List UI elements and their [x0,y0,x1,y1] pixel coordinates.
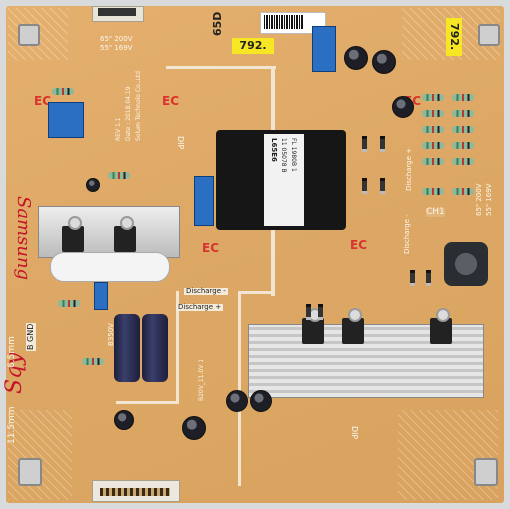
corner-hatch [398,410,498,500]
discharge-minus-right-label: Discharge - [403,214,411,254]
discharge-minus-label: Discharge - [184,287,228,295]
x-capacitor [194,176,214,226]
model-label: 65D [211,11,224,36]
board-trace [241,291,275,294]
ec-mark: EC [350,238,368,252]
mount-clip [478,24,500,46]
ec-mark: EC [34,94,52,108]
left-heatsink [38,206,180,258]
resistor [452,126,474,133]
board-trace [166,66,276,69]
ch1-label: CH1 [426,207,445,217]
x-capacitor [94,282,108,310]
handwritten-dimension: 6.5mm [7,336,17,368]
diode [380,136,385,152]
mount-clip [474,458,498,486]
resistor [52,88,74,95]
diode [362,136,367,152]
resistor [452,188,474,195]
resistor [452,94,474,101]
transformer-text: FL 1980B 1 [290,138,297,172]
barcode [264,15,304,29]
bulk-capacitor [142,314,168,382]
thermal-pad [50,252,170,282]
resistor [422,188,444,195]
electrolytic-capacitor [182,416,206,440]
electrolytic-capacitor [226,390,248,412]
diode [410,270,415,286]
diode [306,304,311,320]
resistor [422,94,444,101]
bulk-capacitor [114,314,140,382]
ec-mark: EC [162,94,180,108]
board-trace [238,291,241,486]
resistor [82,358,104,365]
maker-label: Solum Technolo Co.,Ltd [135,71,142,141]
resistor [452,110,474,117]
mount-clip [18,24,40,46]
spec-line: 65" 200V [100,35,133,43]
handwritten-dimension: 11.5mm [7,406,17,444]
price-sticker: 792. [232,38,274,54]
electrolytic-capacitor [250,390,272,412]
diode [318,304,323,320]
diode [426,270,431,286]
electrolytic-capacitor [372,50,396,74]
top-connector-slot [98,8,136,16]
board-trace [176,291,179,401]
ec-mark: EC [202,241,220,255]
dip-label: DIP [350,426,359,440]
dip-label: DIP [176,136,185,150]
transformer-text: L65E6 [270,138,278,162]
mosfet [114,216,136,252]
resistor [108,172,130,179]
discharge-plus-label: Discharge + [176,303,224,311]
electrolytic-capacitor [114,410,134,430]
price-sticker-vertical: 792. [446,18,462,56]
electrolytic-capacitor [344,46,368,70]
diode [380,178,385,194]
diode [362,178,367,194]
discharge-plus-right-label: Discharge + [405,147,413,191]
rev-label: REV 1.1 [115,117,122,141]
date-label: Date : 2018.04.19 [125,86,132,141]
spec-line: 55" 169V [100,44,133,52]
b-gnd-label: B GND [26,322,36,351]
electrolytic-capacitor [86,178,100,192]
handwritten-brand: Samsung [13,196,34,281]
b-mid-label: B20V_11.0V 1 [198,358,205,401]
mosfet [302,308,324,344]
electrolytic-capacitor [392,96,414,118]
x-capacitor [312,26,336,72]
transformer-text: 11 05078 B [280,138,287,173]
resistor [58,300,80,307]
board-trace [116,401,179,404]
corner-hatch [8,410,72,500]
resistor [452,142,474,149]
mosfet [430,308,452,344]
spec-line: 65" 200V [475,183,483,216]
inductor [444,242,488,286]
mount-clip [18,458,42,486]
resistor [422,110,444,117]
resistor [422,158,444,165]
bottom-connector-pins [100,488,170,496]
x-capacitor [48,102,84,138]
mosfet [342,308,364,344]
spec-line: 55" 169V [485,183,493,216]
resistor [452,158,474,165]
power-supply-board: 792. 792. 65D 65" 200V 55" 169V 65" 200V… [2,6,504,503]
transformer-label: L65E6 11 05078 B FL 1980B 1 [264,134,304,226]
mosfet [62,216,84,252]
resistor [422,126,444,133]
resistor [422,142,444,149]
